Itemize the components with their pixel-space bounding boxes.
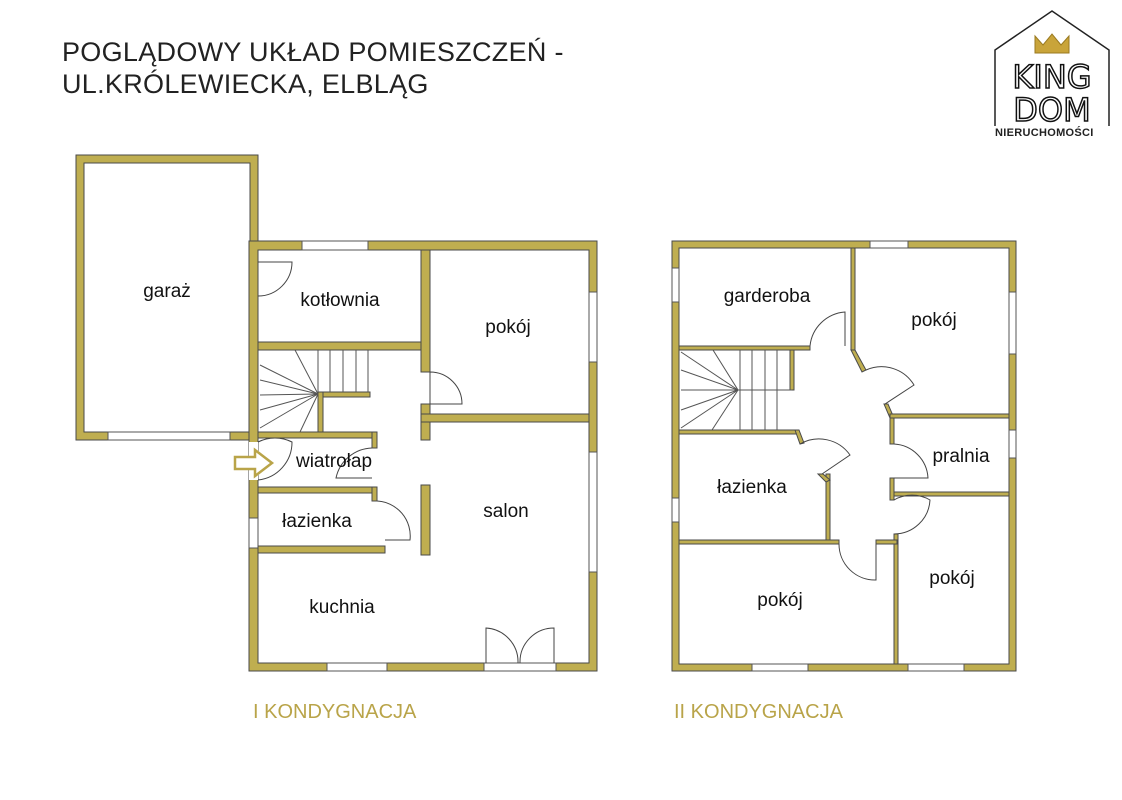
logo-dom: DOM xyxy=(1013,91,1090,129)
room-label: łazienka xyxy=(282,511,352,532)
room-label: kotłownia xyxy=(300,290,380,311)
kingdom-logo: KING DOM xyxy=(994,10,1110,130)
floor-2-plan: garderoba pokój pralnia łazienka pokój p… xyxy=(671,240,1017,672)
title-line-2: UL.KRÓLEWIECKA, ELBLĄG xyxy=(62,69,429,99)
room-label: garaż xyxy=(143,281,191,302)
logo-subtitle: NIERUCHOMOŚCI xyxy=(995,127,1094,139)
page-title: POGLĄDOWY UKŁAD POMIESZCZEŃ - UL.KRÓLEWI… xyxy=(62,36,564,100)
stairs-floor-1 xyxy=(259,349,369,433)
room-label: pokój xyxy=(485,317,530,338)
room-label: pokój xyxy=(929,568,974,589)
arrow-right-icon xyxy=(233,447,275,479)
floor-1-plan: garaż kotłownia pokój wiatrołap łazienka… xyxy=(75,154,598,672)
room-label: pokój xyxy=(757,590,802,611)
room-label: łazienka xyxy=(717,477,787,498)
floor-1-label: I KONDYGNACJA xyxy=(253,701,417,723)
room-label: pokój xyxy=(911,310,956,331)
stairs-floor-2 xyxy=(680,349,792,431)
room-label: salon xyxy=(483,501,528,522)
floor-2-label: II KONDYGNACJA xyxy=(674,701,843,723)
room-label: garderoba xyxy=(724,286,811,307)
title-line-1: POGLĄDOWY UKŁAD POMIESZCZEŃ - xyxy=(62,37,564,67)
crown-icon xyxy=(1034,33,1070,54)
room-label: kuchnia xyxy=(309,597,375,618)
room-label: wiatrołap xyxy=(295,451,372,472)
logo-king: KING xyxy=(1012,58,1091,96)
garage-window xyxy=(107,431,231,441)
room-label: pralnia xyxy=(932,446,989,467)
